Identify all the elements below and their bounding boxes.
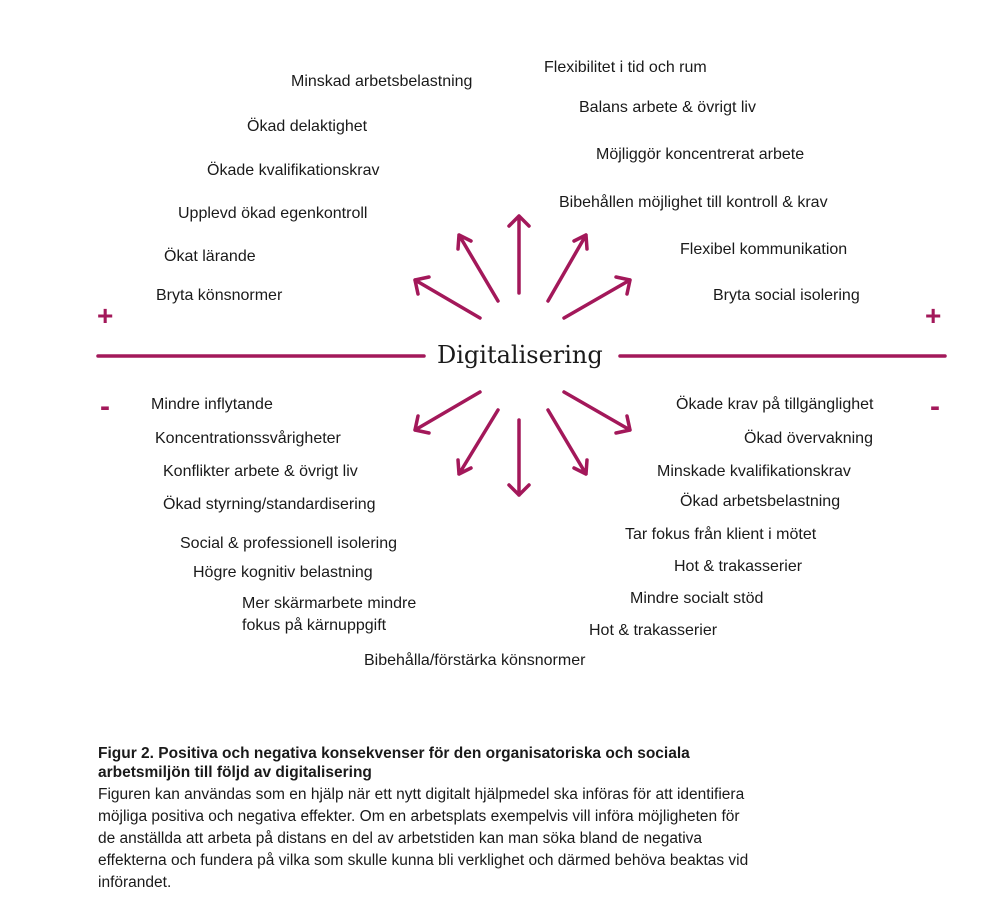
negative-effect: Mindre socialt stöd [630, 590, 764, 607]
positive-effect: Bibehållen möjlighet till kontroll & kra… [559, 194, 828, 211]
negative-effect: Hot & trakasserier [674, 558, 803, 575]
arrow-up-right-icon [546, 233, 589, 303]
negative-effect: Tar fokus från klient i mötet [625, 526, 817, 543]
negative-effect: Bibehålla/förstärka könsnormer [364, 652, 586, 669]
negative-effect: Ökad styrning/standardisering [163, 496, 376, 513]
positive-effect: Bryta social isolering [713, 287, 860, 304]
plus-sign-right: + [925, 300, 942, 331]
center-label: Digitalisering [437, 341, 603, 369]
negative-effect: Social & professionell isolering [180, 535, 397, 552]
negative-effect: Hot & trakasserier [589, 622, 718, 639]
negative-effect: Ökad övervakning [744, 430, 873, 447]
negative-effect: Ökad arbetsbelastning [680, 493, 841, 510]
arrow-right-down-icon [562, 390, 632, 435]
positive-effect: Ökat lärande [164, 248, 256, 265]
positive-effect: Ökade kvalifikationskrav [207, 162, 380, 179]
negative-effect: Mer skärmarbete mindre [242, 595, 417, 612]
minus-sign-left: - [100, 390, 110, 423]
negative-effect: Ökade krav på tillgänglighet [676, 396, 874, 413]
plus-sign-left: + [97, 300, 114, 331]
arrow-down-left-icon [456, 408, 500, 476]
arrow-up-left-icon [456, 233, 500, 303]
positive-effect: Upplevd ökad egenkontroll [178, 205, 368, 222]
positive-effect: Balans arbete & övrigt liv [579, 99, 756, 116]
caption-body: Figuren kan användas som en hjälp när et… [98, 786, 749, 891]
positive-effect: Möjliggör koncentrerat arbete [596, 146, 805, 163]
negative-effect: Koncentrationssvårigheter [155, 430, 341, 447]
arrow-up-icon [507, 214, 531, 295]
positive-effect: Flexibilitet i tid och rum [544, 59, 707, 76]
figure-caption: Figur 2. Positiva och negativa konsekven… [98, 744, 758, 894]
negative-effect: Högre kognitiv belastning [193, 564, 373, 581]
caption-title: Figur 2. Positiva och negativa konsekven… [98, 745, 690, 781]
positive-effect: Minskad arbetsbelastning [291, 73, 473, 90]
arrow-left-down-icon [413, 390, 482, 435]
positive-effect: Flexibel kommunikation [680, 241, 848, 258]
arrow-down-icon [507, 418, 531, 497]
negative-effect: Mindre inflytande [151, 396, 273, 413]
arrow-left-up-icon [413, 275, 482, 320]
arrow-right-up-icon [562, 275, 632, 320]
minus-sign-right: - [930, 390, 940, 423]
negative-effect: Konflikter arbete & övrigt liv [163, 463, 358, 480]
positive-effect: Ökad delaktighet [247, 118, 368, 135]
negative-effect: Minskade kvalifikationskrav [657, 463, 851, 480]
negative-effect: fokus på kärnuppgift [242, 617, 387, 634]
arrow-down-right-icon [546, 408, 589, 476]
positive-effect: Bryta könsnormer [156, 287, 283, 304]
